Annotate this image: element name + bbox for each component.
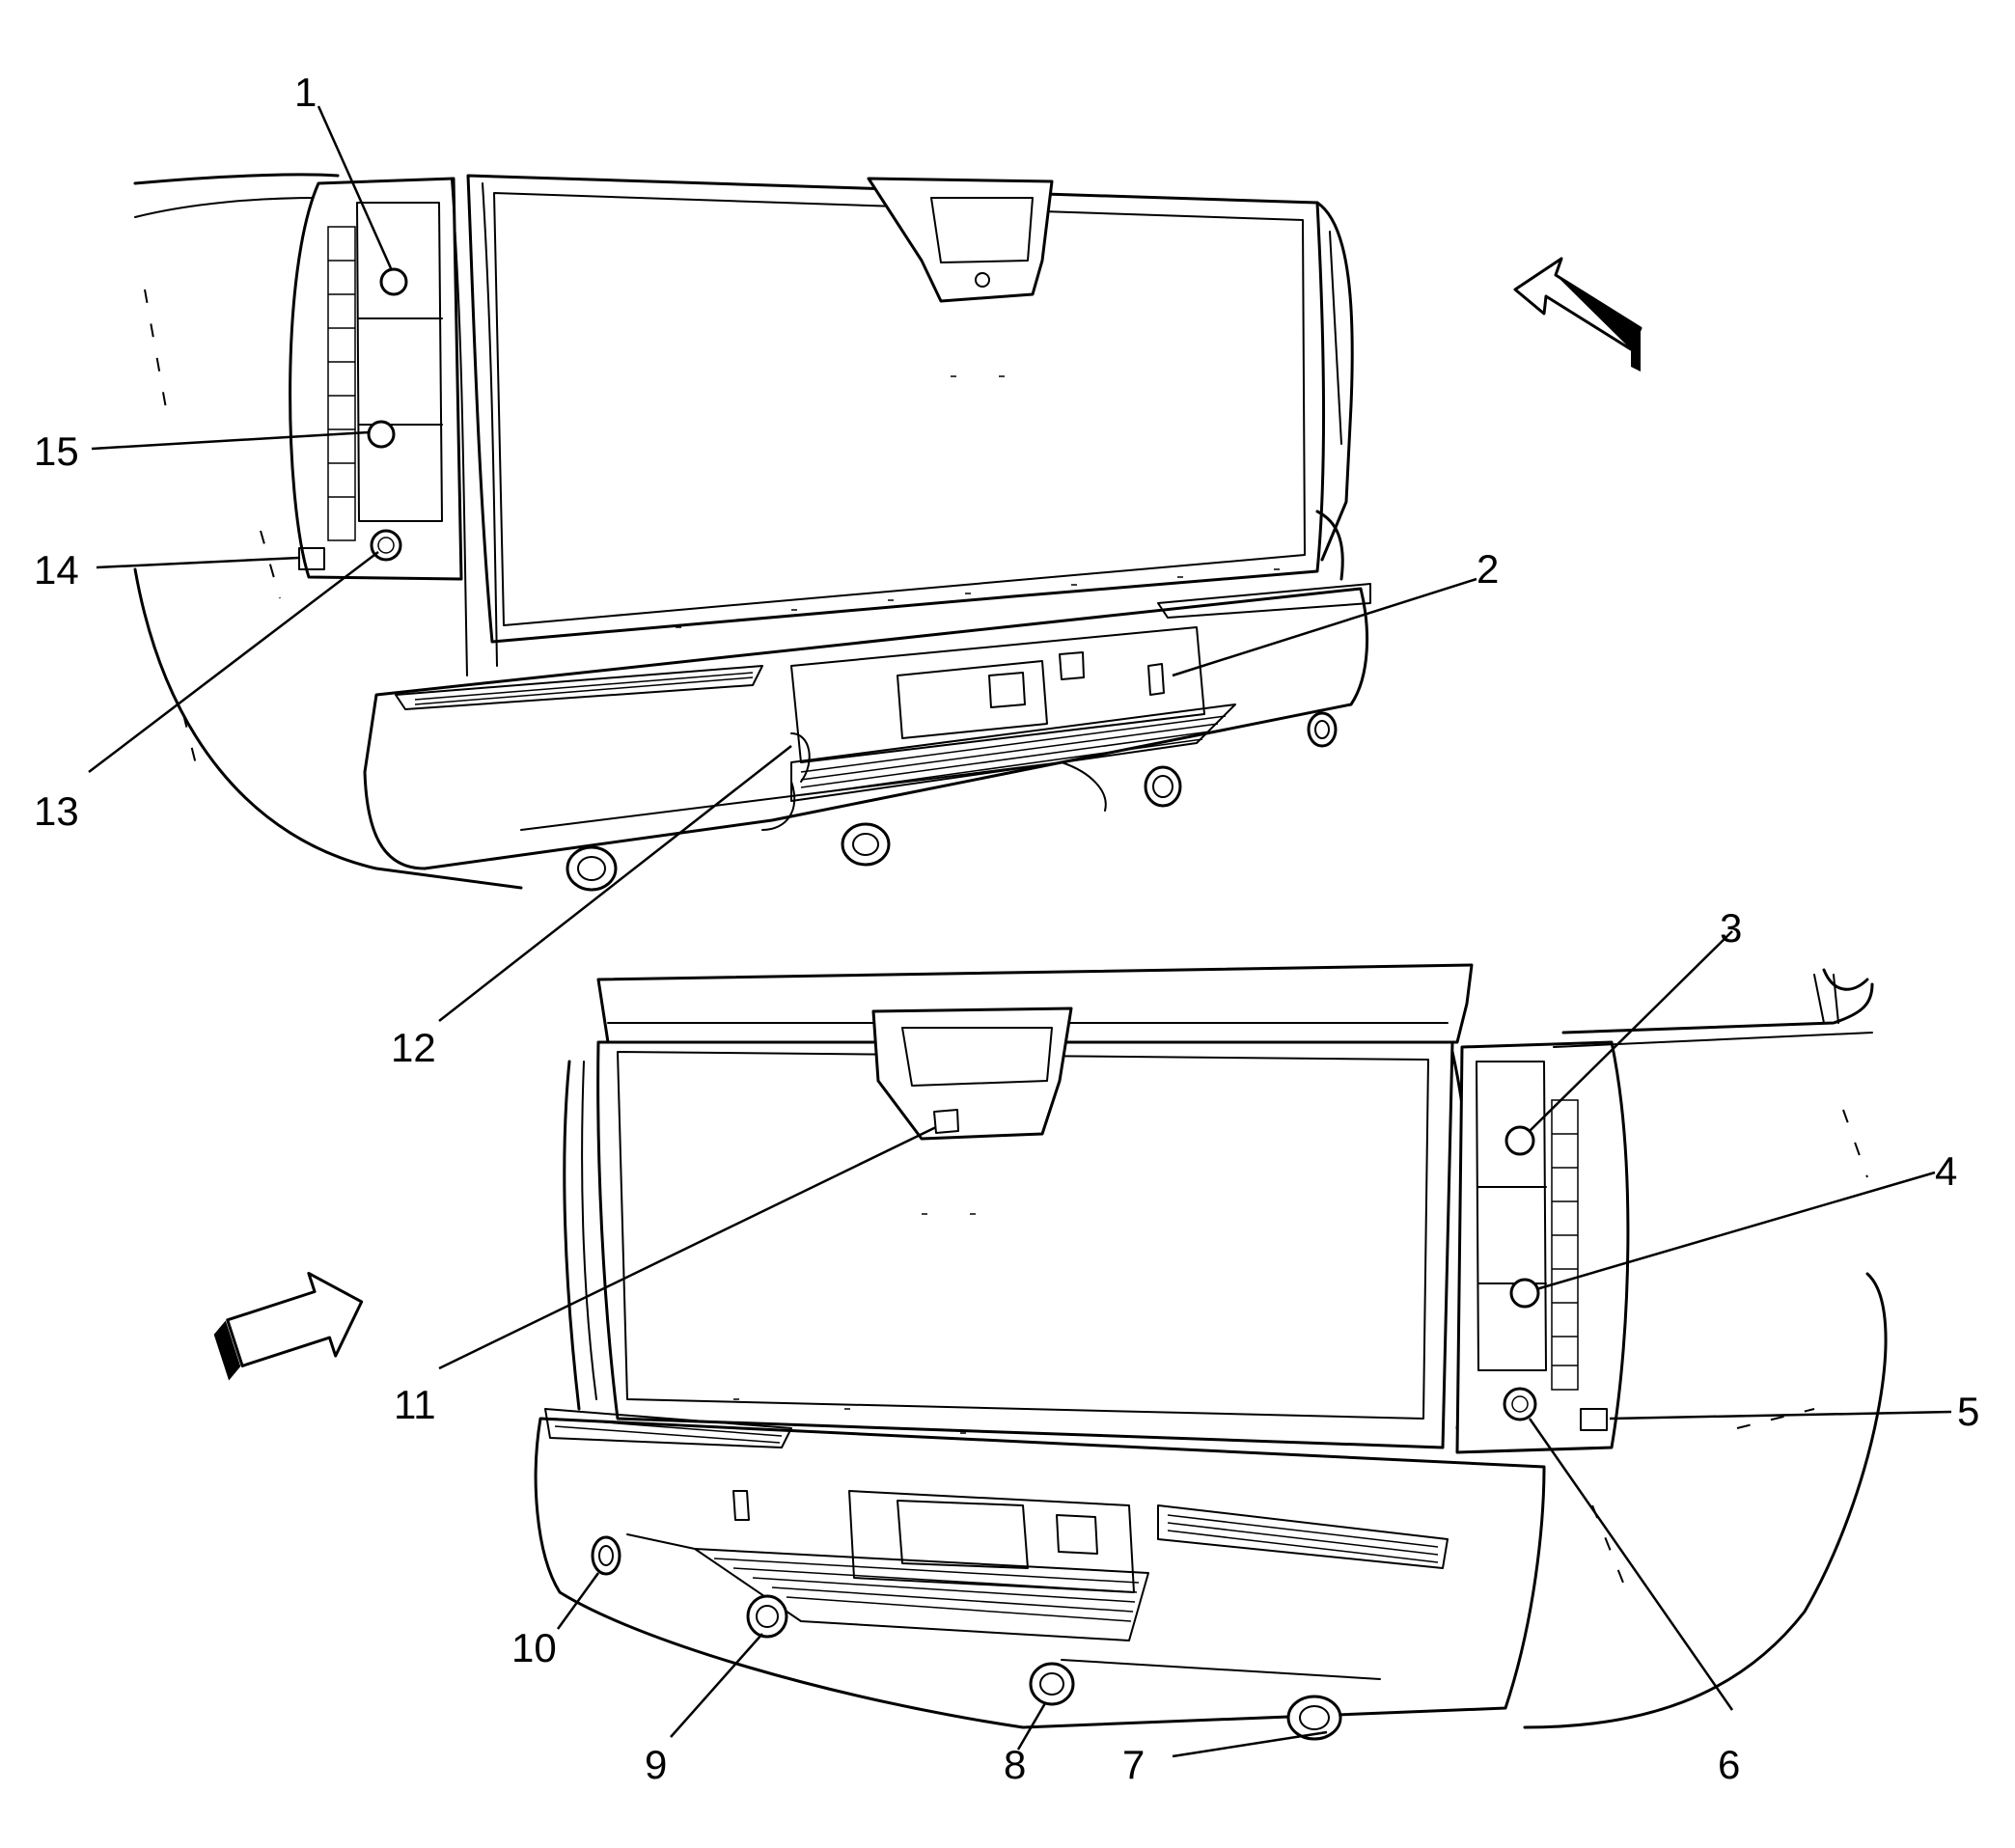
callout-13: 13 [34,788,79,834]
callout-9: 9 [645,1742,667,1787]
leader-15 [91,430,370,451]
park-sensor-7-icon [1286,1695,1342,1741]
callout-12: 12 [391,1025,436,1070]
bulb-socket-4-icon [1509,1278,1540,1309]
callout-labels: 1 2 3 4 5 6 7 8 9 10 11 12 13 14 15 [34,69,1979,1787]
park-sensor-icon [566,845,618,892]
bulb-socket-1-icon [379,267,408,296]
callout-8: 8 [1004,1742,1026,1787]
bulb-socket-15-icon [367,420,396,449]
lower-rear-view [213,963,1888,1741]
leader-5 [1609,1410,1952,1420]
leader-11 [438,1125,937,1370]
leader-3 [1529,930,1733,1132]
callout-1: 1 [294,69,317,115]
leader-6 [1528,1418,1734,1711]
upper-rear-view [133,173,1642,892]
park-sensor-icon [1307,711,1338,748]
callout-15: 15 [34,428,79,474]
leader-8 [1016,1702,1047,1751]
leader-9 [670,1633,763,1738]
bulb-socket-13-icon [370,529,402,562]
callout-11: 11 [394,1382,436,1427]
park-sensor-icon [1144,765,1182,808]
leader-4 [1535,1171,1936,1291]
connector-5-icon [1580,1408,1608,1431]
leader-lines [88,105,1952,1758]
callout-4: 4 [1935,1148,1957,1194]
callout-3: 3 [1720,905,1742,951]
leader-13 [88,551,379,773]
callout-6: 6 [1718,1742,1740,1787]
park-sensor-10-icon [591,1535,621,1576]
lamp-grille [1551,1099,1579,1391]
bulb-socket-3-icon [1504,1125,1535,1156]
leader-7 [1172,1730,1328,1758]
callout-7: 7 [1122,1742,1145,1787]
camera-11-icon [933,1109,959,1134]
view-direction-arrow-icon [1513,257,1642,372]
leader-14 [96,556,300,569]
park-sensor-9-icon [746,1594,788,1639]
park-sensor-icon [841,822,891,867]
callout-14: 14 [34,547,79,593]
leader-12 [438,745,792,1022]
leader-10 [556,1572,600,1630]
leader-1 [317,105,393,269]
leader-2 [1172,577,1477,677]
view-direction-arrow-icon [213,1271,364,1381]
callout-2: 2 [1477,546,1499,592]
park-sensor-8-icon [1029,1662,1075,1706]
bulb-socket-6-icon [1503,1387,1537,1421]
callout-5: 5 [1957,1389,1979,1434]
callout-10: 10 [511,1625,557,1670]
connector-14-icon [298,547,325,570]
